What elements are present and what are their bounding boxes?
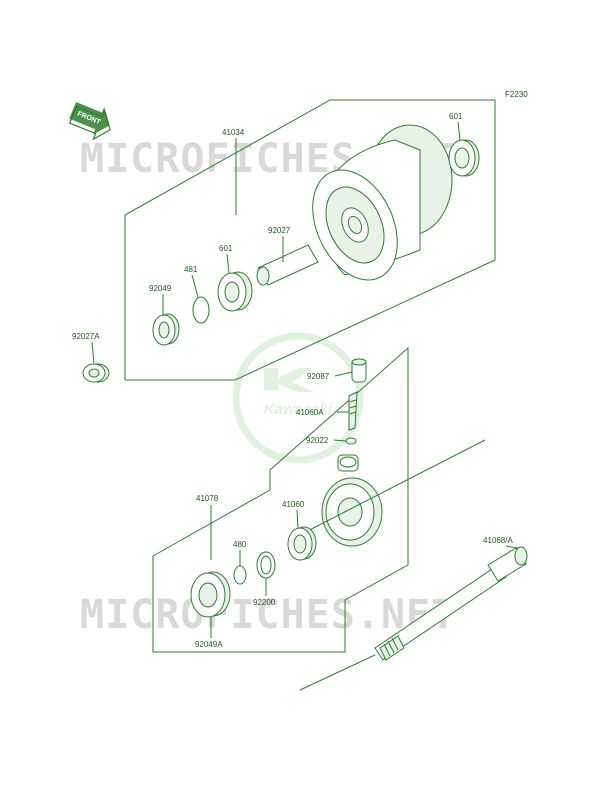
leader-92027a (91, 341, 95, 365)
leader-92087 (334, 371, 353, 377)
part-label: 92027 (268, 226, 291, 235)
part-label: 92087 (307, 372, 330, 381)
part-label: 480 (233, 540, 247, 549)
part-label: 92200 (253, 598, 276, 607)
bearing-left-part (217, 271, 253, 312)
leader-lines (91, 121, 519, 638)
wheel-hub-part (312, 124, 453, 281)
part-labels: 41034 601 92027 601 481 92049 92027A 920… (72, 112, 513, 649)
gear-group-outline (152, 346, 409, 653)
collar-92027a-part (82, 363, 110, 383)
ring-92200-part (256, 551, 276, 579)
part-label: 41034 (222, 128, 245, 137)
axle-part (299, 546, 528, 691)
leader-41068a (505, 545, 519, 549)
part-label: 601 (219, 244, 233, 253)
axle-line-lower (299, 654, 376, 691)
leader-601-right (457, 121, 461, 141)
kawasaki-logo: Kawasaki (232, 332, 364, 464)
part-label: 41078 (196, 494, 219, 503)
bushing-92087-part (351, 358, 367, 383)
leader-92022 (333, 439, 347, 442)
diagram-code: F2230 (505, 90, 528, 99)
oil-seal-92049a-part (190, 571, 231, 618)
part-label: 41060A (296, 408, 324, 417)
part-label: 92049A (195, 640, 223, 649)
front-arrow-icon: FRONT (68, 101, 111, 141)
bearing-right-part (448, 139, 480, 177)
gear-housing-part (321, 454, 383, 547)
oil-seal-92049-part (152, 313, 180, 346)
snap-ring-480-part (233, 565, 247, 585)
pinion-41060a-part (348, 391, 358, 431)
leader-601-left (226, 253, 230, 274)
gear-41060-part (287, 526, 317, 561)
spacer-tube-part (256, 244, 319, 286)
part-label: 92022 (306, 436, 329, 445)
hub-group-outline (124, 99, 496, 381)
part-label: 41068/A (483, 536, 513, 545)
axle-line-upper (289, 439, 486, 541)
part-label: 41060 (282, 500, 305, 509)
part-label: 92027A (72, 332, 100, 341)
kawasaki-logo-text: Kawasaki (264, 401, 333, 418)
part-label: 481 (184, 265, 198, 274)
watermark-bottom: MICROFICHES.NET (80, 592, 456, 638)
circlip-481-part (192, 296, 210, 324)
leader-41060 (296, 509, 299, 529)
part-label: 92049 (149, 284, 172, 293)
leader-481 (191, 274, 199, 298)
washer-92022-part (345, 437, 357, 445)
part-label: 601 (449, 112, 463, 121)
